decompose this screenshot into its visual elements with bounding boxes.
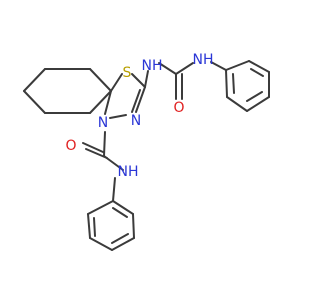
bond-amide-o-1 [82, 142, 104, 153]
nh-top-label: NH [142, 58, 163, 74]
bond-bottom-phenyl-2 [87, 213, 91, 239]
bond-cyclohexane-5 [23, 90, 46, 114]
bond-c-n-double-main [135, 86, 146, 113]
bond-right-phenyl-4 [246, 96, 270, 112]
bond-cyclohexane-3 [89, 90, 112, 114]
bond-bottom-phenyl-3 [89, 237, 113, 251]
bond-bottom-phenyl-1 [87, 200, 114, 215]
sulfur-atom-label: S [123, 65, 132, 81]
bond-n-spiro [104, 90, 112, 115]
nh-urea-label: NH [193, 52, 214, 68]
atom-labels: S N N NH NH O O NH [65, 52, 213, 180]
oxygen-urea-label: O [173, 100, 184, 116]
bond-bottom-phenyl-4 [111, 237, 135, 251]
bond-c-n-double-inner [131, 89, 141, 113]
bond-c-nh-top [144, 70, 149, 88]
nitrogen-ring-bottom-label: N [98, 115, 108, 131]
bond-amide-nh-phenyl [112, 177, 116, 202]
bond-cyclohexane-2 [89, 68, 112, 92]
bond-right-phenyl-inner-1 [250, 68, 264, 77]
bond-bottom-phenyl-inner-3 [112, 207, 128, 218]
bond-bottom-phenyl-inner-2 [111, 233, 129, 244]
bond-right-phenyl-1 [225, 60, 250, 71]
bond-right-phenyl-2 [248, 60, 270, 73]
bond-cyclohexane-6 [23, 68, 46, 92]
oxygen-amide-label: O [65, 138, 76, 154]
bond-bottom-phenyl-6 [112, 200, 134, 215]
bonds [23, 60, 270, 251]
bond-nh-top-carbonyl [158, 62, 177, 75]
molecule-diagram: S N N NH NH O O NH [23, 52, 270, 251]
bond-amide-nh [103, 155, 124, 171]
nh-amide-label: NH [118, 164, 139, 180]
bond-right-phenyl-5 [226, 96, 248, 112]
bond-n-amide-carbon [103, 131, 106, 157]
bond-s-c [131, 73, 146, 88]
bond-nh-phenyl-right [210, 61, 227, 71]
bond-carbonyl-nh [175, 62, 194, 75]
nitrogen-ring-right-label: N [131, 113, 141, 129]
bond-right-phenyl-6 [225, 69, 228, 98]
bond-right-phenyl-inner-2 [246, 91, 263, 102]
bond-bottom-phenyl-5 [132, 213, 135, 239]
bond-spiro-s [110, 73, 123, 92]
bond-n-n [109, 114, 127, 119]
bond-bottom-phenyl-inner-1 [93, 217, 96, 237]
bond-right-phenyl-inner-3 [232, 73, 235, 94]
